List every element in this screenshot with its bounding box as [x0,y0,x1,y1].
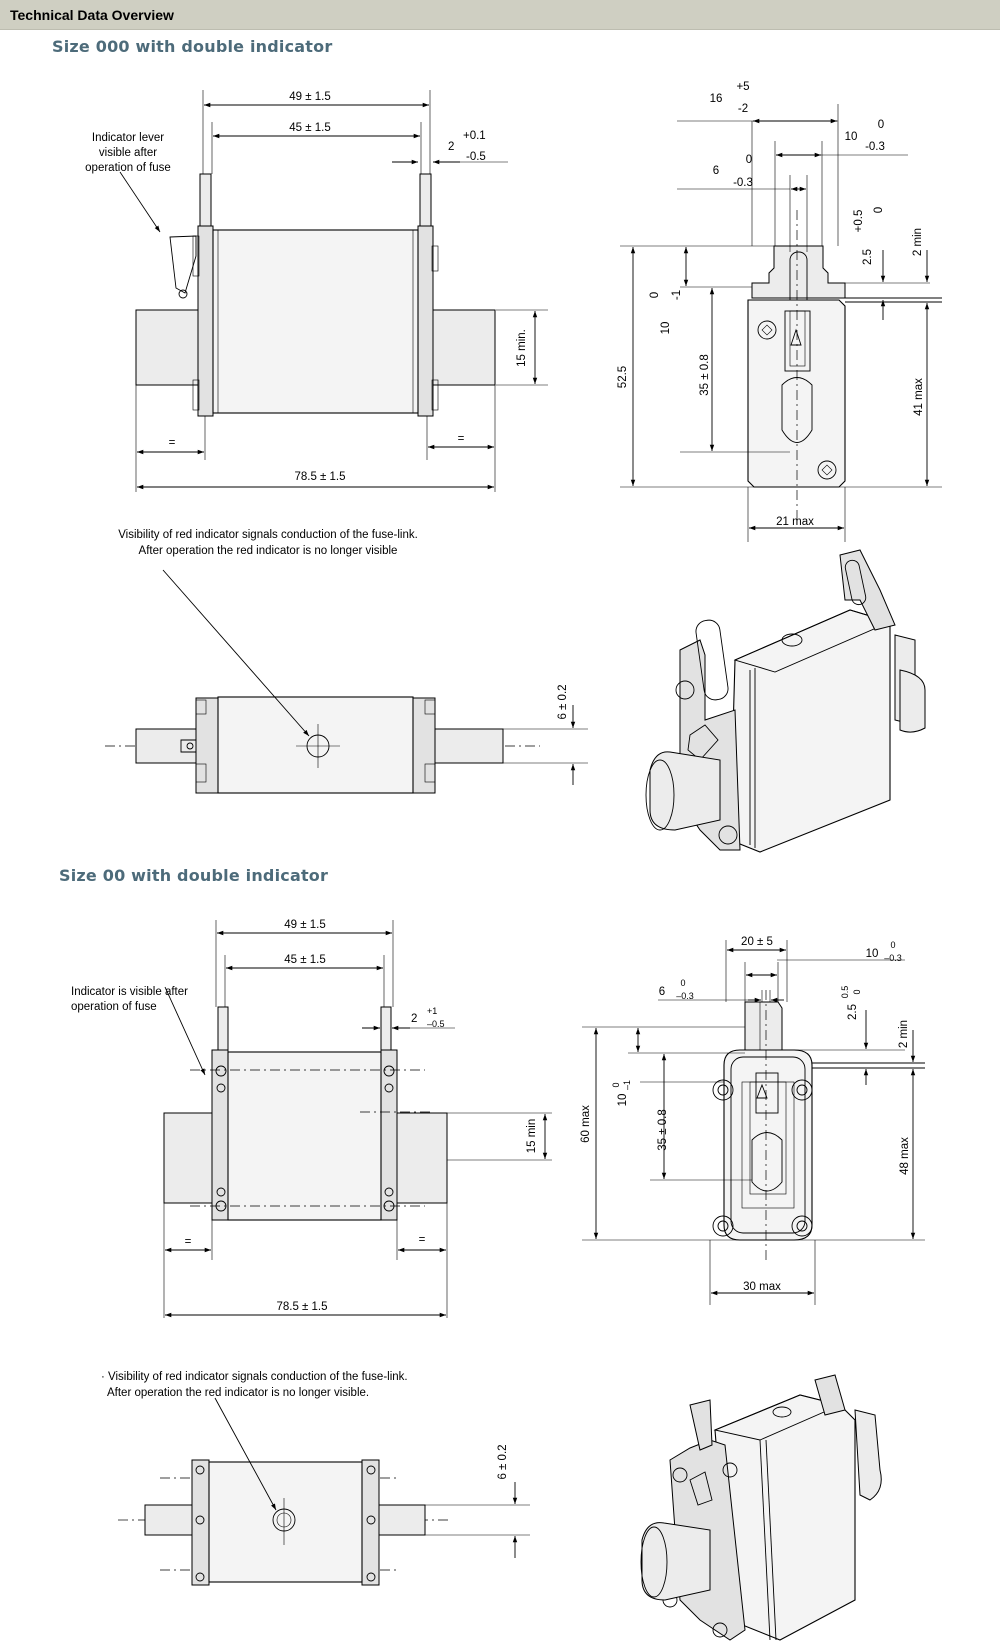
size-000-front-view: 49 ± 1.5 45 ± 1.5 2 +0.1 -0.5 Indicator … [85,90,548,492]
dim-overall-width-00: 49 ± 1.5 [284,919,325,931]
side-tol-10-lower-00: –0.3 [884,953,902,963]
side-tol-16-lower: -2 [738,103,748,115]
side-dim-6: 6 [713,165,719,177]
tol-tab-lower-00: –0.5 [427,1019,445,1029]
side-dim-60-max: 60 max [580,1105,592,1143]
dim-equal-right: = [458,433,465,445]
dim-blade-min: 15 min. [516,329,528,367]
dim-equal-right-00: = [419,1234,426,1246]
side-dim-21-max: 21 max [776,516,814,528]
fuse-body-00 [227,1051,382,1221]
side-dim-2-5: 2.5 [862,249,874,265]
side-dim-20: 20 ± 5 [741,936,773,948]
side-dim-10-vert-00: 10 [617,1094,629,1107]
indicator-note-line2: visible after [99,147,157,159]
fuse-body [212,229,419,414]
tol-tab-lower: -0.5 [466,151,486,163]
top-dim-6-00: 6 ± 0.2 [497,1444,509,1479]
side-dim-35-00: 35 ± 0.8 [657,1109,669,1150]
side-dim-2-min-00: 2 min [898,1020,910,1048]
size-00-front-view: 49 ± 1.5 45 ± 1.5 2 +1 –0.5 Indicator is… [71,919,552,1318]
indicator-note-line3: operation of fuse [85,162,171,174]
dim-equal-left-00: = [185,1236,192,1248]
side-dim-10: 10 [845,131,858,143]
side-tol-2-5-upper-00: 0.5 [840,986,850,999]
dim-total-length-00: 78.5 ± 1.5 [276,1301,327,1313]
dim-equal-left: = [169,437,176,449]
side-tol-16-upper: +5 [736,81,749,93]
dim-tab-thickness-00: 2 [411,1013,417,1025]
side-tol-10v-lower: -1 [671,290,683,300]
top-dim-6: 6 ± 0.2 [557,684,569,719]
top-note-line2: After operation the red indicator is no … [139,545,398,557]
side-tol-10v-lower-00: –1 [622,1080,632,1090]
size-00-isometric-view [640,1374,882,1641]
side-tol-6-lower-00: –0.3 [676,991,694,1001]
dim-total-length: 78.5 ± 1.5 [294,471,345,483]
size-000-isometric-view [645,549,926,853]
side-dim-2-5-00: 2.5 [847,1004,859,1020]
section-title-size-000: Size 000 with double indicator [52,37,333,56]
dim-tab-thickness: 2 [448,141,454,153]
side-dim-16: 16 [710,93,723,105]
side-tol-10-upper-00: 0 [890,940,895,950]
dim-blade-min-00: 15 min [526,1119,538,1154]
indicator-note-line2-00: operation of fuse [71,1001,157,1013]
top-body-00 [208,1461,363,1583]
page-title: Technical Data Overview [10,7,174,23]
page-header: Technical Data Overview [0,0,1000,30]
side-body [747,299,846,488]
side-tol-10-upper: 0 [878,119,884,131]
side-tol-2-5-lower: 0 [873,207,885,213]
dim-inner-width: 45 ± 1.5 [289,122,330,134]
side-tol-2-5-upper: +0.5 [853,210,865,233]
tol-tab-upper-00: +1 [427,1006,437,1016]
side-dim-10-00: 10 [866,948,879,960]
top-body [217,696,414,794]
top-note-line1: Visibility of red indicator signals cond… [118,529,418,541]
size-000-side-view: 16 +5 -2 10 0 -0.3 6 0 -0.3 2.5 +0.5 0 2… [617,81,942,542]
side-dim-48-max: 48 max [899,1137,911,1175]
side-dim-30-max: 30 max [743,1281,781,1293]
indicator-note-line1: Indicator lever [92,132,164,144]
side-tol-10-lower: -0.3 [865,141,885,153]
size-00-top-view: · Visibility of red indicator signals co… [101,1371,530,1586]
side-dim-6-00: 6 [659,986,665,998]
tol-tab-upper: +0.1 [463,130,486,142]
side-dim-52-5: 52.5 [617,366,629,388]
side-tol-6-upper-00: 0 [680,978,685,988]
side-tol-2-5-lower-00: 0 [852,989,862,994]
side-dim-10-vert: 10 [660,322,672,335]
side-tol-6-upper: 0 [746,154,752,166]
side-body-00 [723,1049,813,1241]
top-note-line2-00: After operation the red indicator is no … [107,1387,369,1399]
dim-inner-width-00: 45 ± 1.5 [284,954,325,966]
side-tol-6-lower: -0.3 [733,177,753,189]
dim-overall-width: 49 ± 1.5 [289,91,330,103]
size-00-side-view: 20 ± 5 10 0 –0.3 6 0 –0.3 2.5 0.5 0 2 mi… [580,936,925,1305]
top-note-line1-00: · Visibility of red indicator signals co… [101,1371,408,1383]
side-tol-10v-upper: 0 [649,292,661,298]
side-dim-35: 35 ± 0.8 [699,354,711,395]
section-title-size-00: Size 00 with double indicator [59,866,329,885]
side-dim-2-min: 2 min [912,228,924,256]
size-000-top-view: Visibility of red indicator signals cond… [105,529,588,794]
side-dim-41-max: 41 max [913,378,925,416]
indicator-lever [169,235,197,294]
indicator-note-line1-00: Indicator is visible after [71,986,188,998]
side-tol-10v-upper-00: 0 [611,1082,621,1087]
